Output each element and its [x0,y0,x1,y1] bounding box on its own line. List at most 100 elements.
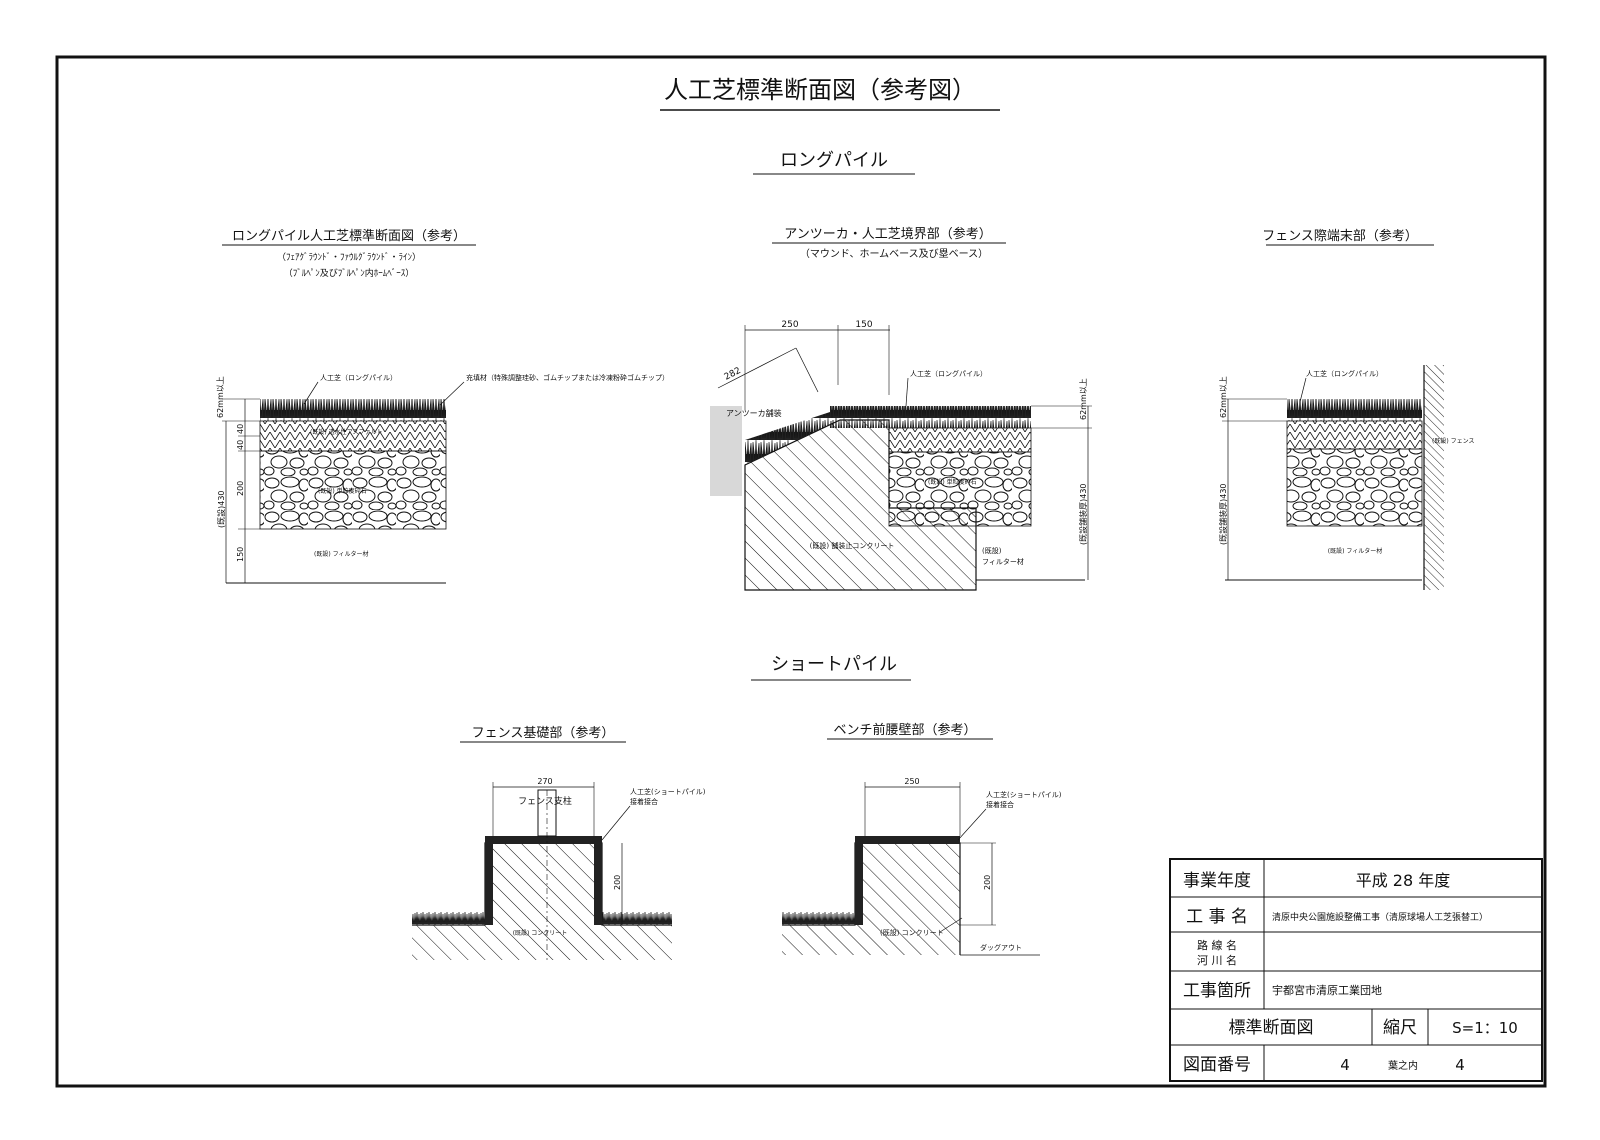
anzuka-asphalt [888,427,1032,453]
tb-year-label: 事業年度 [1183,871,1251,891]
fence-end-turf-label: 人工芝（ロングパイル） [1306,369,1383,378]
anzuka-dim-282-line [717,347,797,389]
anzuka-filter-label1: (既設) [982,546,1002,555]
fence-base-concrete-label: (既設) コンクリート [513,929,568,937]
anzuka-pavement [745,412,840,465]
tb-drawing-name: 標準断面図 [1229,1018,1314,1038]
fence-base-turf-wall-r [594,843,602,925]
tb-num-label: 図面番号 [1183,1055,1251,1075]
long-std-filter-label: (既設) フィルター材 [314,550,368,558]
tb-work-value: 清原中央公園施設整備工事（清原球場人工芝張替工） [1272,911,1488,923]
anzuka-pavement-label: アンツーカ舗装 [726,408,782,418]
tb-num-value: 4 [1340,1056,1350,1074]
long-std-dim-total: (既設)430 [216,490,226,528]
long-std-turf [260,399,446,421]
anzuka-dim-pile: 62mm以上 [1079,378,1088,420]
fence-end-turf [1287,399,1422,421]
fence-end-title: フェンス際端末部（参考） [1262,228,1418,244]
anzuka-boundary-section: アンツーカ・人工芝境界部（参考） （マウンド、ホームベース及び塁ベース） 250… [710,226,1092,591]
long-std-subtitle1: （ﾌｪｱｸﾞﾗｳﾝﾄﾞ・ﾌｧｳﾙｸﾞﾗｳﾝﾄﾞ・ﾗｲﾝ） [277,252,421,263]
fence-end-crushed [1286,448,1423,527]
long-std-dim-pile: 62mm以上 [216,376,225,418]
anzuka-title: アンツーカ・人工芝境界部（参考） [784,226,991,242]
bench-turf-wall [855,843,863,925]
long-std-turf-leader [303,381,319,405]
fence-end-asphalt [1286,420,1423,450]
anzuka-turf-label: 人工芝（ロングパイル） [910,369,987,378]
anzuka-crushed-label: (既設) 単粒度砕石 [928,478,977,486]
tb-scale-label: 縮尺 [1383,1018,1417,1038]
long-std-asphalt [259,420,447,452]
fence-base-dim-270-text: 270 [537,777,552,786]
title-block: 事業年度 平成 28 年度 工 事 名 清原中央公園施設整備工事（清原球場人工芝… [1169,858,1543,1082]
fence-base-turf-left [412,912,485,925]
fence-end-dim-pile: 62mm以上 [1219,376,1228,418]
anzuka-subtitle: （マウンド、ホームベース及び塁ベース） [800,248,988,260]
bench-turf-leader [957,808,987,841]
title-block-frame [1169,858,1543,1082]
anzuka-shade [710,406,742,496]
fence-base-dim-200-text: 200 [613,875,622,890]
section-short-title: ショートパイル [771,654,897,675]
long-std-title: ロングパイル人工芝標準断面図（参考） [232,228,466,244]
bench-dugout-label: ダッグアウト [980,943,1022,952]
anzuka-dim-150: 150 [855,320,872,330]
anzuka-turf-leader [905,377,909,407]
bench-concrete [782,843,960,955]
fence-base-turf-label2: 接着接合 [630,797,658,806]
long-std-dim-200: 200 [236,481,245,496]
bench-turf-label2: 接着接合 [986,800,1014,809]
fence-end-fence-label: (既設) フェンス [1432,437,1474,445]
long-pile-standard-section: ロングパイル人工芝標準断面図（参考） （ﾌｪｱｸﾞﾗｳﾝﾄﾞ・ﾌｧｳﾙｸﾞﾗｳﾝ… [216,228,669,584]
fence-base-turf-label1: 人工芝(ショートパイル) [630,787,706,796]
bench-turf-top [855,836,960,844]
fence-base-turf-wall-l [485,843,493,925]
anzuka-turf [830,406,1031,428]
long-std-crushed-label: (既設) 単粒度砕石 [318,487,367,495]
fence-end-wall [1424,365,1444,590]
fence-base-title: フェンス基礎部（参考） [472,725,615,741]
bench-turf-label1: 人工芝(ショートパイル) [986,790,1062,799]
long-std-crushed-stone [259,450,447,530]
fence-end-dim-total: (既設舗装厚)430 [1218,483,1228,545]
bench-title: ベンチ前腰壁部（参考） [833,722,976,738]
anzuka-filter-label2: フィルター材 [982,557,1024,566]
fence-end-filter-label: (既設) フィルター材 [1328,547,1382,555]
bench-concrete-label: (既設) コンクリート [880,928,944,937]
anzuka-concrete-label: (既設) 舗装止コンクリート [810,541,895,550]
fence-base-concrete [412,843,672,960]
sheet-border [55,55,1547,1088]
drawing-title: 人工芝標準断面図（参考図） [664,76,976,104]
tb-work-label: 工 事 名 [1186,907,1248,927]
long-std-dim-150: 150 [236,547,245,562]
section-long-title: ロングパイル [780,150,888,171]
long-std-dim-40a: 40 [236,424,245,434]
fence-end-section: フェンス際端末部（参考） 人工芝（ロングパイル） (既設) フェンス (既設) … [1218,228,1474,590]
bench-dim-200-text: 200 [983,875,992,890]
anzuka-crushed-stone [888,451,1032,527]
fence-base-turf-leader [601,805,631,841]
long-std-turf-label: 人工芝（ロングパイル） [320,373,397,382]
long-std-infill-label: 充填材（特殊調整珪砂、ゴムチップまたは冷凍粉砕ゴムチップ） [466,373,669,382]
tb-of-label: 葉之内 [1388,1059,1418,1072]
anzuka-dim-total: (既設舗装厚)430 [1078,483,1088,545]
fence-base-turf-top [485,836,602,844]
tb-place-value: 宇都宮市清原工業団地 [1272,983,1382,997]
long-std-infill-leader [439,381,465,406]
tb-scale-value: S=1：10 [1452,1019,1518,1037]
tb-of-value: 4 [1455,1056,1465,1074]
anzuka-dim-282-tick [795,347,819,393]
long-std-dim-40b: 40 [236,440,245,450]
long-std-subtitle2: （ﾌﾞﾙﾍﾟﾝ及びﾌﾞﾙﾍﾟﾝ内ﾎｰﾑﾍﾞｰｽ） [284,267,415,279]
fence-end-turf-leader [1299,377,1307,403]
fence-base-section: フェンス基礎部（参考） 270 フェンス支柱 人工芝(ショートパイル) 接着接合… [412,725,706,960]
bench-turf-left [782,912,855,925]
tb-route-label: 路 線 名 [1197,938,1237,952]
bench-concrete-leader [939,917,963,933]
anzuka-dim-250: 250 [781,320,798,330]
bench-wall-section: ベンチ前腰壁部（参考） 250 人工芝(ショートパイル) 接着接合 200 (既… [782,722,1062,956]
fence-base-turf-right [602,912,672,925]
long-std-asphalt-label: (既設) 透水性アスファルト [310,428,383,436]
tb-year-value: 平成 28 年度 [1356,871,1451,890]
